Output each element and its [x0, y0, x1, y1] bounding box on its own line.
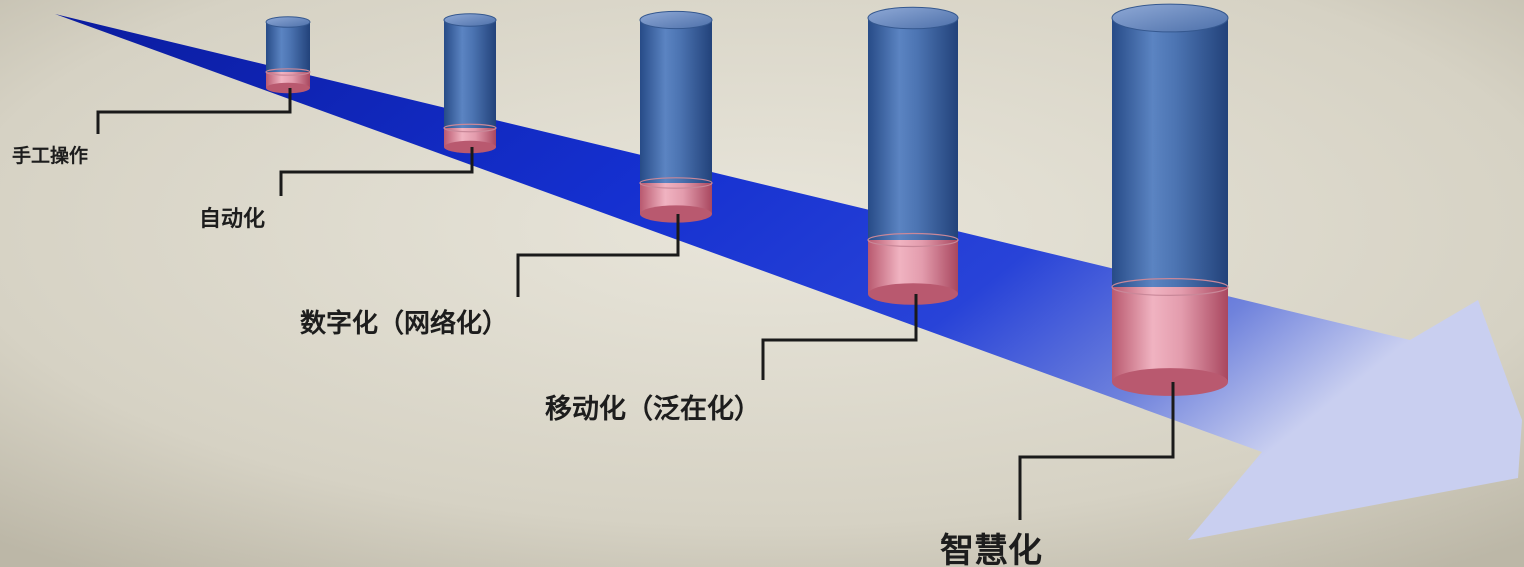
cylinder-body-mobile [868, 18, 958, 240]
stage-label-manual: 手工操作 [12, 144, 88, 167]
leader-line-automation [279, 147, 474, 196]
cylinder-divider-smart [1111, 278, 1229, 296]
cylinder-divider-mobile [867, 232, 959, 248]
cylinder-bottom-automation [444, 140, 496, 154]
cylinder-body-automation [444, 20, 496, 128]
cylinder-bottom-manual [266, 82, 310, 94]
cylinder-top-manual [265, 16, 311, 28]
cylinder-bottom-smart [1112, 368, 1228, 396]
cylinder-body-digital [640, 20, 712, 183]
cylinder-automation [443, 13, 497, 154]
cylinder-body-smart [1112, 18, 1228, 287]
stage-label-smart: 智慧化 [940, 531, 1042, 567]
leader-lines [96, 88, 1175, 520]
cylinder-divider-digital [639, 177, 713, 189]
cylinder-divider-automation [443, 123, 497, 133]
leader-line-digital [516, 214, 680, 297]
stage-label-mobile: 移动化（泛在化） [545, 394, 761, 425]
stage-labels: 手工操作 自动化 数字化（网络化） 移动化（泛在化） 智慧化 [12, 144, 1042, 567]
cylinder-mobile [867, 6, 959, 305]
cylinder-top-digital [639, 10, 713, 30]
progress-arrow [55, 14, 1522, 540]
stage-label-automation: 自动化 [199, 206, 265, 232]
cylinder-top-automation [443, 13, 497, 27]
cylinder-top-smart [1111, 3, 1229, 33]
leader-line-manual [96, 88, 292, 134]
cylinder-bottom-mobile [868, 283, 958, 305]
stage-label-digital: 数字化（网络化） [300, 308, 508, 339]
cylinder-bottom-digital [640, 205, 712, 223]
cylinder-manual [265, 16, 311, 94]
leader-line-mobile [761, 294, 918, 380]
cylinder-body-manual [266, 22, 310, 72]
leader-line-smart [1018, 382, 1175, 520]
stage-cylinders [265, 3, 1229, 396]
cylinder-top-mobile [867, 6, 959, 30]
cylinder-digital [639, 10, 713, 223]
cylinder-smart [1111, 3, 1229, 396]
cylinder-divider-manual [265, 68, 311, 76]
cylinder-base-smart [1112, 287, 1228, 382]
